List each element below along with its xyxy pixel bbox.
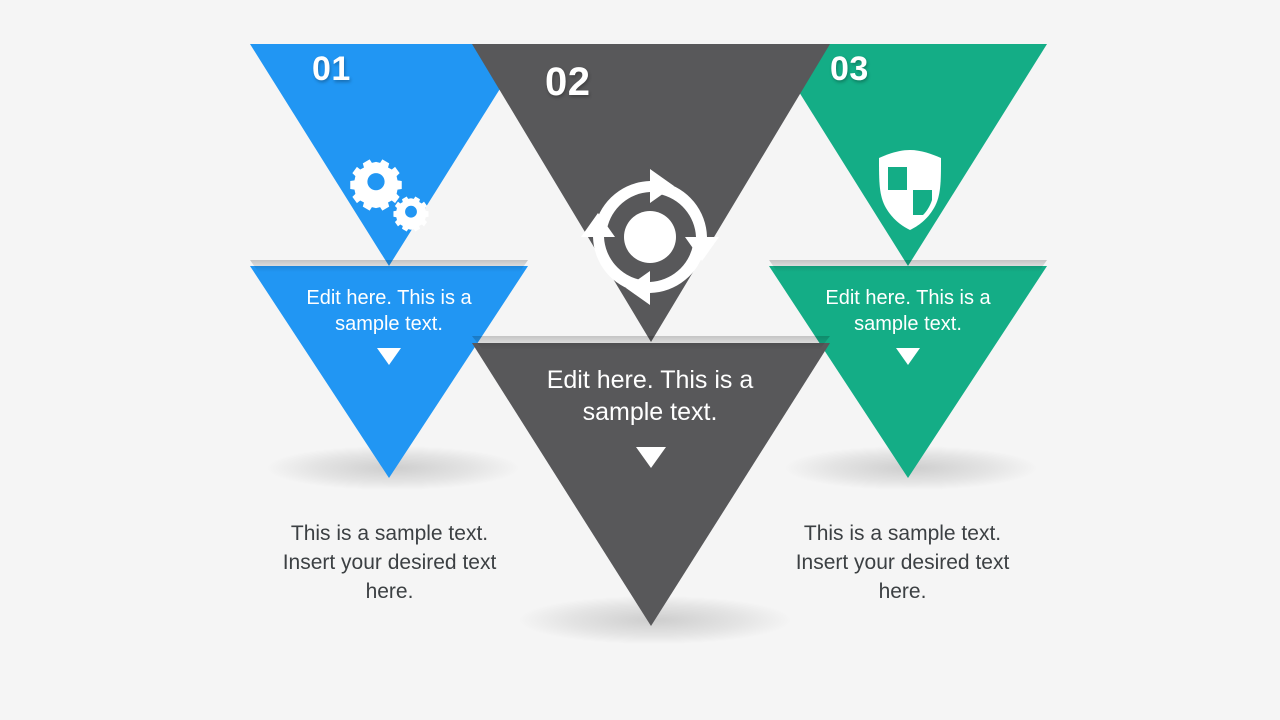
step-number-02: 02 [545,60,591,104]
step-number-01: 01 [312,50,351,88]
shield-icon [874,148,946,232]
gears-icon [341,152,437,242]
caption-03: This is a sample text. Insert your desir… [795,522,1010,603]
cycle-arrows-icon [577,167,723,307]
inner-text-02: Edit here. This is a sample text. [546,366,754,426]
caret-marker-03 [896,348,920,365]
caret-marker-01 [377,348,401,365]
caption-01: This is a sample text. Insert your desir… [282,522,497,603]
step-number-03: 03 [830,50,869,88]
inner-text-03: Edit here. This is a sample text. [825,287,991,335]
inner-text-01: Edit here. This is a sample text. [306,287,472,335]
caret-marker-02 [636,447,666,468]
